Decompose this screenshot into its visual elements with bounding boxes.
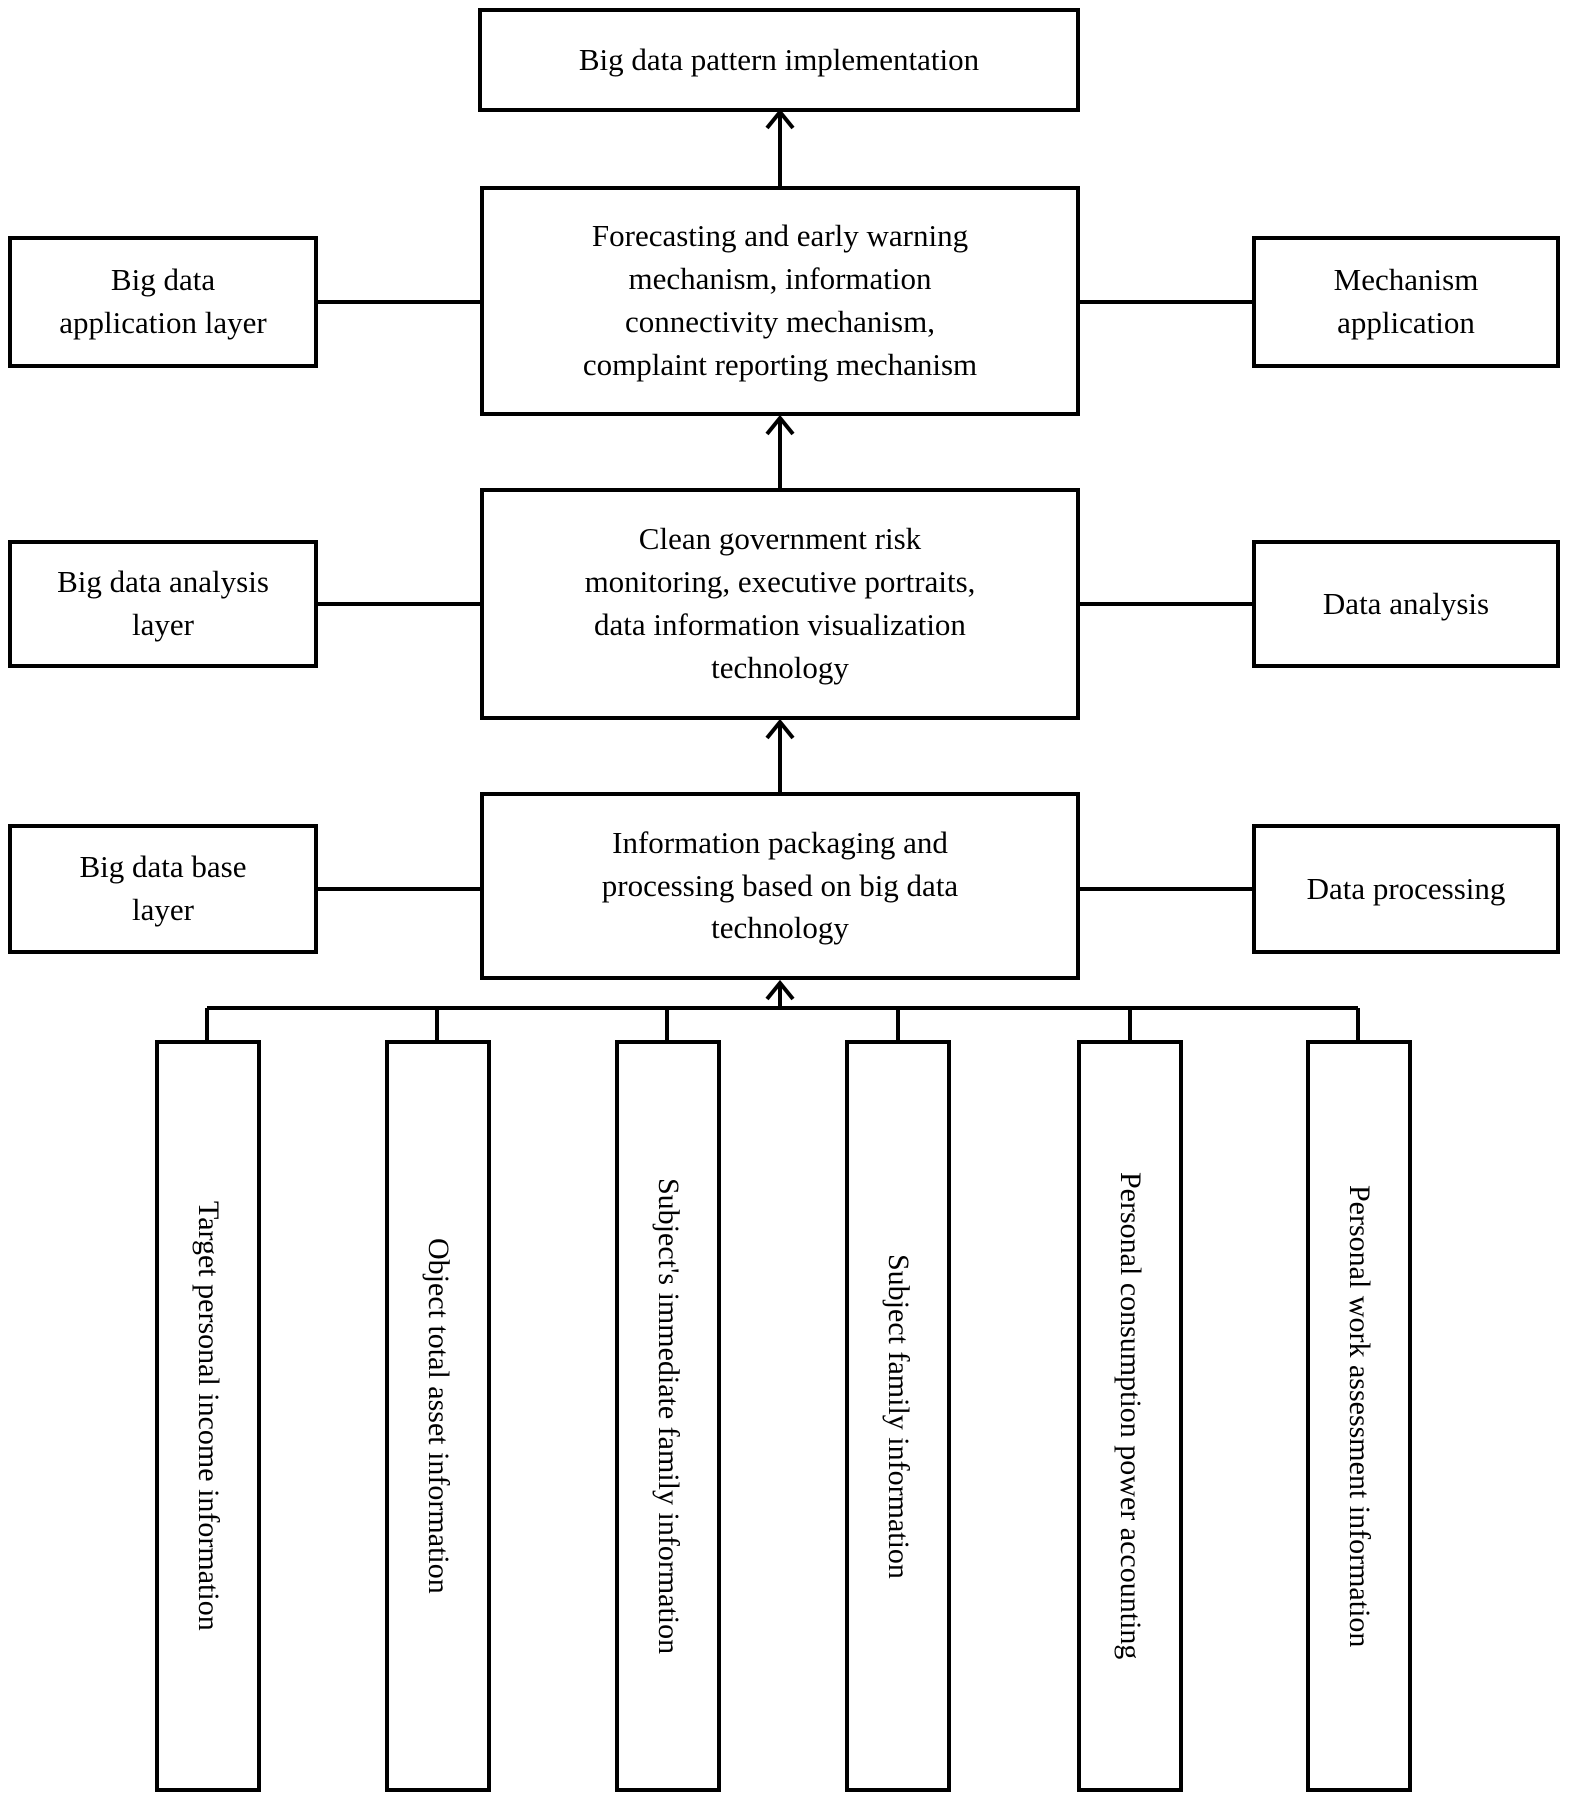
node-application-mechanisms: Forecasting and early warning mechanism,…	[480, 186, 1080, 416]
source-subject-family: Subject family information	[845, 1040, 951, 1792]
up-arrow	[765, 979, 795, 1008]
node-information-packaging: Information packaging and processing bas…	[480, 792, 1080, 980]
label-base-layer: Big data base layer	[8, 824, 318, 954]
source-personal-work-assessment: Personal work assessment information	[1306, 1040, 1412, 1792]
source-target-personal-income: Target personal income information	[155, 1040, 261, 1792]
source-label: Object total asset information	[422, 1238, 455, 1594]
label-data-analysis: Data analysis	[1252, 540, 1560, 668]
source-label: Subject family information	[882, 1253, 915, 1579]
up-arrow	[765, 718, 795, 792]
label-data-processing: Data processing	[1252, 824, 1560, 954]
source-label: Subject's immediate family information	[652, 1177, 685, 1655]
source-label: Personal consumption power accounting	[1114, 1172, 1147, 1660]
up-arrow	[765, 108, 795, 186]
source-object-total-asset: Object total asset information	[385, 1040, 491, 1792]
source-personal-consumption-power: Personal consumption power accounting	[1077, 1040, 1183, 1792]
source-bus	[205, 1006, 1360, 1042]
label-application-layer: Big data application layer	[8, 236, 318, 368]
source-subject-immediate-family: Subject's immediate family information	[615, 1040, 721, 1792]
node-pattern-implementation: Big data pattern implementation	[478, 8, 1080, 112]
source-label: Target personal income information	[192, 1201, 225, 1631]
node-analysis-technology: Clean government risk monitoring, execut…	[480, 488, 1080, 720]
label-mechanism-application: Mechanism application	[1252, 236, 1560, 368]
label-analysis-layer: Big data analysis layer	[8, 540, 318, 668]
source-label: Personal work assessment information	[1343, 1184, 1376, 1648]
up-arrow	[765, 414, 795, 488]
